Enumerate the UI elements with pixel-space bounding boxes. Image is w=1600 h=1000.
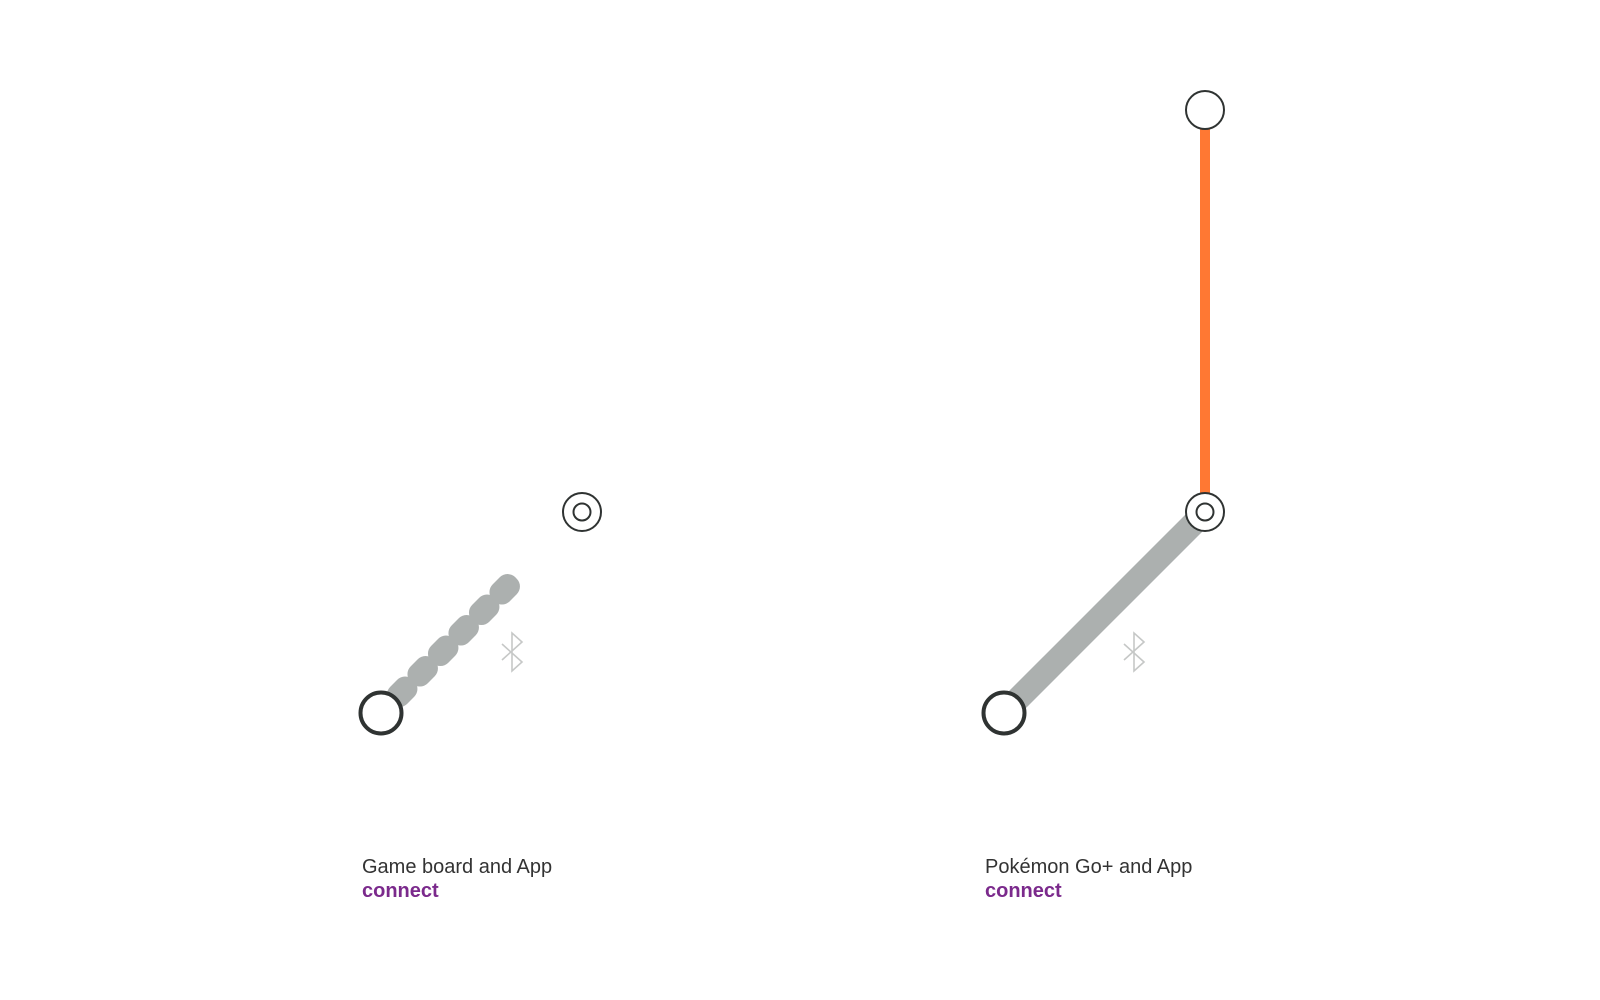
caption-action: connect [362, 880, 439, 902]
top-node [1185, 90, 1225, 130]
caption-action: connect [985, 880, 1062, 902]
bluetooth-link-dashed [386, 574, 520, 708]
bluetooth-link-segment [468, 594, 500, 626]
bluetooth-icon [1123, 631, 1146, 673]
bluetooth-icon [501, 631, 524, 673]
pokemon-go-plus-node [1185, 492, 1225, 532]
caption-pokemon-go-plus: Pokémon Go+ and App connect [985, 855, 1192, 903]
bluetooth-link-segment [489, 574, 520, 605]
caption-title: Game board and App [362, 856, 553, 878]
app-node [358, 690, 404, 736]
bluetooth-link-segment [427, 635, 459, 667]
caption-game-board: Game board and App connect [362, 855, 552, 903]
diagram-game-board [358, 492, 602, 736]
game-board-node [562, 492, 602, 532]
caption-title: Pokémon Go+ and App [985, 856, 1193, 878]
app-node [981, 690, 1027, 736]
diagram-pokemon-go-plus [981, 90, 1225, 736]
bluetooth-link-solid [995, 503, 1214, 722]
bluetooth-link-segment [448, 615, 479, 646]
bluetooth-link-segment [407, 656, 438, 687]
